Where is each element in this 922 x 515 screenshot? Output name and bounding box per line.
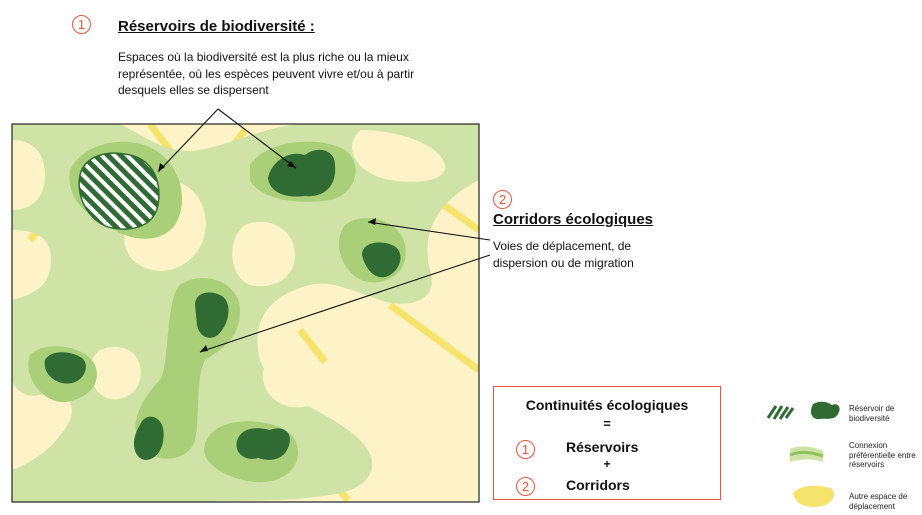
box-reservoirs: Réservoirs xyxy=(566,439,638,455)
continuites-box: Continuités écologiques = 1 Réservoirs +… xyxy=(493,386,721,500)
corridors-description: Voies de déplacement, de dispersion ou d… xyxy=(493,238,663,272)
marker-2-icon: 2 xyxy=(493,190,512,209)
box-plus: + xyxy=(494,457,720,471)
legend-reservoir-hatched-icon xyxy=(768,406,793,419)
legend-autre-icon xyxy=(793,486,834,507)
legend-reservoir-dark-icon xyxy=(811,402,840,419)
legend-connexion-label: Connexion préférentielle entre réservoir… xyxy=(849,441,919,470)
box-equals: = xyxy=(494,416,720,431)
legend-connexion-icon xyxy=(790,446,823,462)
legend-autre-label: Autre espace de déplacement xyxy=(849,492,921,511)
box-corridors: Corridors xyxy=(566,477,630,493)
box-marker-2-icon: 2 xyxy=(516,477,535,496)
legend-reservoir-label: Réservoir de biodiversité xyxy=(849,404,919,423)
corridors-title: Corridors écologiques xyxy=(493,211,653,228)
box-title: Continuités écologiques xyxy=(494,397,720,413)
